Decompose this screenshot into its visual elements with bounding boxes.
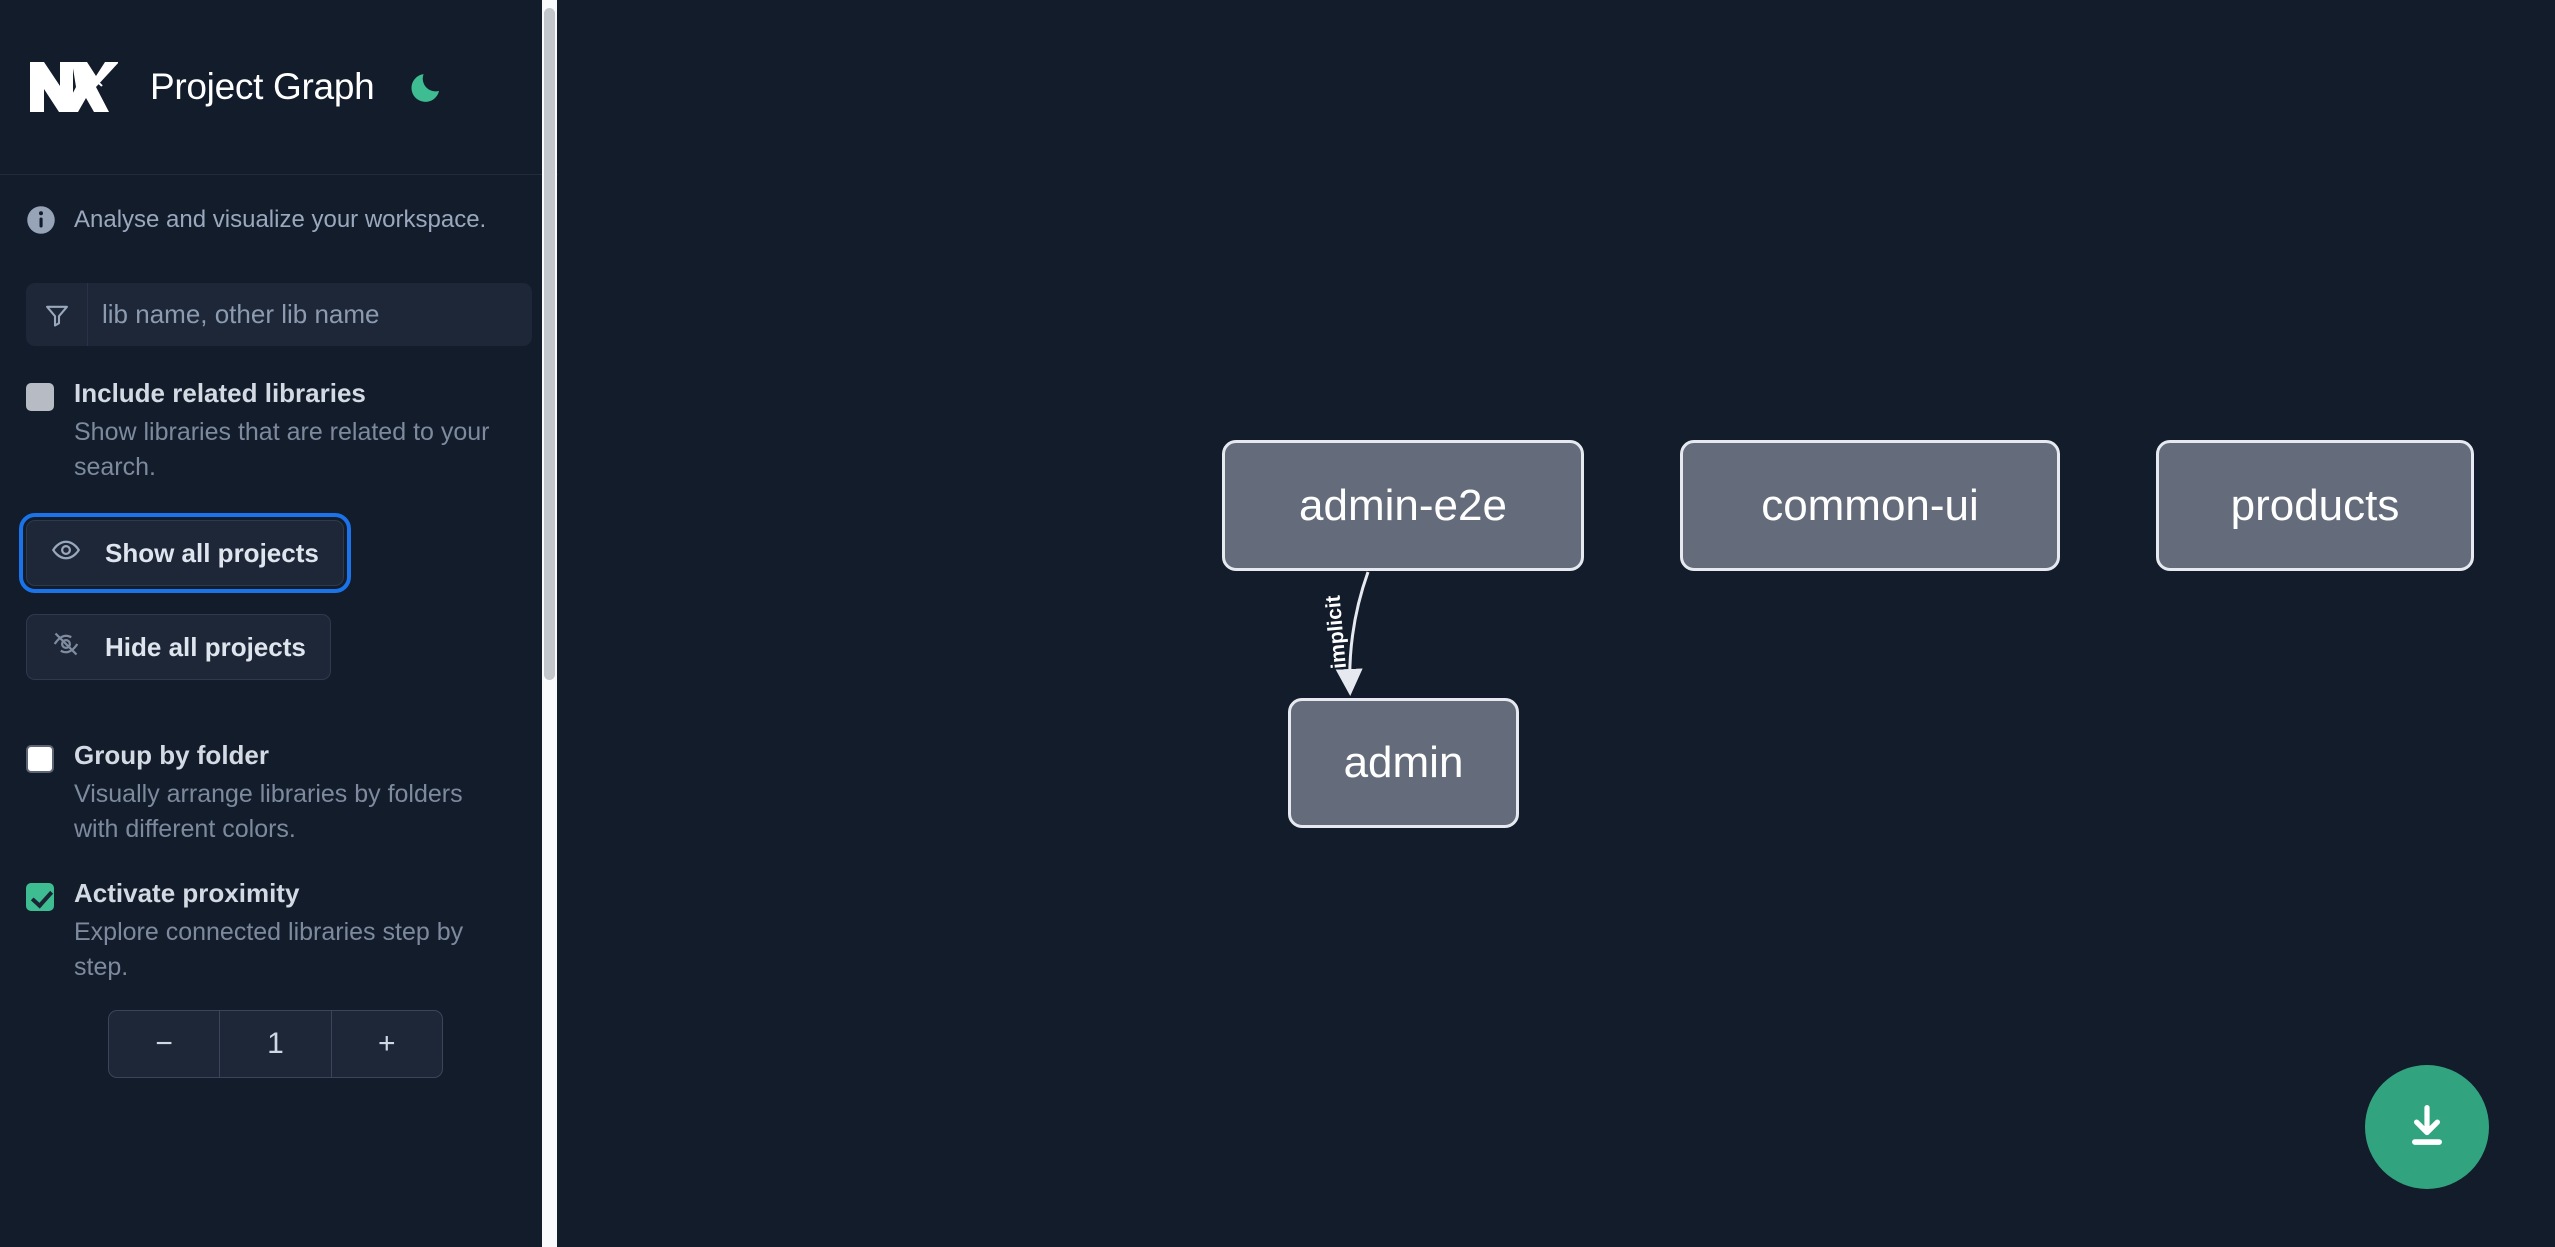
option-include-related-libraries: Include related libraries Show libraries… xyxy=(0,346,558,484)
eye-icon xyxy=(51,535,81,572)
eye-off-icon xyxy=(51,629,81,666)
search-box[interactable] xyxy=(26,283,532,346)
proximity-increment-button[interactable]: + xyxy=(378,1027,396,1060)
graph-node-admin-e2e[interactable]: admin-e2e xyxy=(1222,440,1584,571)
group-by-folder-label: Group by folder xyxy=(74,740,269,770)
workspace-info-text: Analyse and visualize your workspace. xyxy=(74,206,487,233)
nx-logo-icon xyxy=(26,56,119,118)
moon-icon[interactable] xyxy=(404,65,448,109)
graph-node-label: common-ui xyxy=(1761,480,1979,530)
download-icon xyxy=(2401,1100,2453,1155)
sidebar: Project Graph Analyse and visualize yo xyxy=(0,0,558,1247)
sidebar-scrollbar[interactable] xyxy=(542,0,557,1247)
option-group-by-folder: Group by folder Visually arrange librari… xyxy=(0,708,558,846)
option-activate-proximity: Activate proximity Explore connected lib… xyxy=(0,846,558,984)
filter-icon xyxy=(26,283,88,346)
sidebar-header: Project Graph xyxy=(0,0,558,175)
info-icon xyxy=(26,205,56,235)
group-by-folder-description: Visually arrange libraries by folders wi… xyxy=(74,780,463,843)
group-by-folder-checkbox[interactable] xyxy=(26,745,54,773)
hide-all-projects-label: Hide all projects xyxy=(105,631,306,662)
show-all-projects-button[interactable]: Show all projects xyxy=(19,513,351,593)
graph-node-label: products xyxy=(2230,480,2400,530)
proximity-value: 1 xyxy=(220,1011,332,1077)
graph-node-common-ui[interactable]: common-ui xyxy=(1680,440,2060,571)
workspace-info: Analyse and visualize your workspace. xyxy=(0,175,558,235)
activate-proximity-checkbox[interactable] xyxy=(26,883,54,911)
proximity-stepper-section: − 1 + xyxy=(0,984,558,1078)
graph-node-label: admin-e2e xyxy=(1299,480,1507,530)
graph-canvas[interactable]: admin-e2e common-ui products store-e2e a… xyxy=(558,0,2555,1247)
include-related-libraries-checkbox[interactable] xyxy=(26,383,54,411)
proximity-stepper: − 1 + xyxy=(108,1010,443,1078)
edge-label-admin-e2e-to-admin: implicit xyxy=(1321,594,1351,670)
activate-proximity-description: Explore connected libraries step by step… xyxy=(74,918,464,981)
edge-admin-e2e-to-admin xyxy=(1335,571,1370,696)
graph-node-label: admin xyxy=(1343,738,1464,787)
search-section xyxy=(0,235,558,346)
include-related-libraries-description: Show libraries that are related to your … xyxy=(74,418,490,481)
graph-node-admin[interactable]: admin xyxy=(1288,698,1519,828)
visibility-buttons: Show all projects Hide all projects xyxy=(0,484,558,680)
graph-node-products[interactable]: products xyxy=(2156,440,2474,571)
option-row: Activate proximity xyxy=(26,878,532,911)
page-title: Project Graph xyxy=(150,66,375,107)
show-all-projects-label: Show all projects xyxy=(105,537,319,568)
search-input[interactable] xyxy=(88,283,532,346)
graph-edges xyxy=(1335,571,1370,696)
proximity-decrement-button[interactable]: − xyxy=(109,1011,221,1077)
include-related-libraries-label: Include related libraries xyxy=(74,378,366,408)
activate-proximity-label: Activate proximity xyxy=(74,878,300,908)
sidebar-scrollbar-thumb[interactable] xyxy=(544,8,555,680)
option-row: Group by folder xyxy=(26,740,532,773)
sidebar-content: Project Graph Analyse and visualize yo xyxy=(0,0,558,1247)
option-row: Include related libraries xyxy=(26,378,532,411)
download-image-button[interactable] xyxy=(2365,1065,2489,1189)
hide-all-projects-button[interactable]: Hide all projects xyxy=(26,614,331,680)
